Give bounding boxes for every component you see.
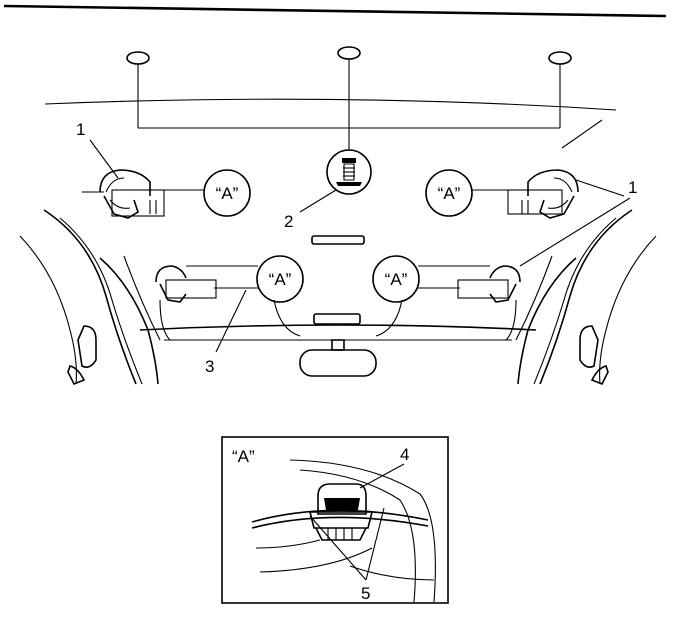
visor-holder-top-right xyxy=(507,169,579,219)
callout-4: 4 xyxy=(400,445,409,464)
headliner-side-edge xyxy=(561,119,603,149)
callout-1-left: 1 xyxy=(76,120,85,139)
hole-clip-left xyxy=(126,51,150,128)
headliner-front-edge xyxy=(44,98,617,111)
rear-view-mirror xyxy=(299,339,377,377)
console-lamp xyxy=(313,313,361,325)
detail-view-label: “A” xyxy=(232,447,255,466)
right-pillar xyxy=(515,209,657,386)
leader-1-right-a xyxy=(575,179,625,197)
view-a-circle-1 xyxy=(203,169,251,217)
hole-clip-right xyxy=(548,51,572,128)
detail-view-box xyxy=(221,436,449,604)
visor-holder-bottom-right xyxy=(418,265,521,303)
top-border-line xyxy=(3,4,667,18)
view-a-label-3: “A” xyxy=(269,270,292,289)
leader-2 xyxy=(299,189,337,213)
leader-1-right-b xyxy=(519,197,631,267)
view-a-circle-3 xyxy=(256,255,304,303)
center-clip xyxy=(326,149,372,195)
visor-holder-bottom-left xyxy=(155,265,258,303)
left-pillar xyxy=(19,209,161,386)
view-a-label-1: “A” xyxy=(216,184,239,203)
leader-3 xyxy=(215,289,247,353)
callout-3: 3 xyxy=(205,357,214,376)
callout-2: 2 xyxy=(284,212,293,231)
view-a-circle-4 xyxy=(372,255,420,303)
view-a-circle-2 xyxy=(425,169,473,217)
hole-clip-center xyxy=(337,46,361,150)
windshield-header xyxy=(139,324,537,331)
leader-1-left xyxy=(89,139,119,179)
callout-5: 5 xyxy=(361,584,370,603)
visor-holder-top-left xyxy=(99,169,165,219)
view-a-label-4: “A” xyxy=(385,270,408,289)
front-lamp xyxy=(311,235,365,245)
callout-1-right: 1 xyxy=(628,178,637,197)
view-a-label-2: “A” xyxy=(438,184,461,203)
